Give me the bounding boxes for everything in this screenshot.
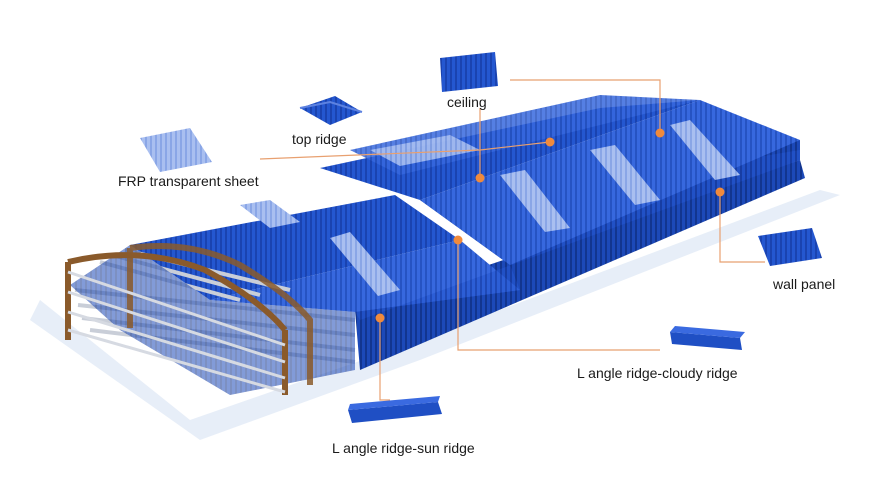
frp-strip-4	[670, 120, 740, 180]
label-sun-ridge: L angle ridge-sun ridge	[332, 440, 475, 456]
wall-panel-icon	[758, 228, 822, 266]
label-frp: FRP transparent sheet	[118, 173, 259, 189]
ground-shadow	[30, 190, 840, 440]
cloudy-ridge-icon	[670, 326, 745, 350]
markers	[375, 128, 725, 323]
sun-ridge-icon	[348, 396, 442, 423]
frp-sheet-icon	[140, 128, 212, 172]
purlins-front	[67, 270, 286, 394]
frp-strip-5	[240, 200, 300, 228]
top-ridge-icon	[299, 96, 363, 125]
raised-roof-left	[320, 100, 700, 200]
label-ceiling: ceiling	[447, 94, 487, 110]
ceiling-sheet-icon	[440, 52, 498, 92]
frp-strip-2	[500, 170, 570, 232]
label-wall-panel: wall panel	[773, 276, 836, 292]
wall-panel-side	[355, 160, 805, 370]
frp-strip-6	[370, 135, 480, 166]
frp-strip-3	[590, 145, 660, 205]
label-top-ridge: top ridge	[292, 131, 347, 147]
leader-lines	[259, 79, 765, 401]
label-cloudy-ridge: L angle ridge-cloudy ridge	[577, 365, 738, 381]
steel-frames	[65, 243, 313, 395]
frp-strip-1	[330, 232, 400, 296]
